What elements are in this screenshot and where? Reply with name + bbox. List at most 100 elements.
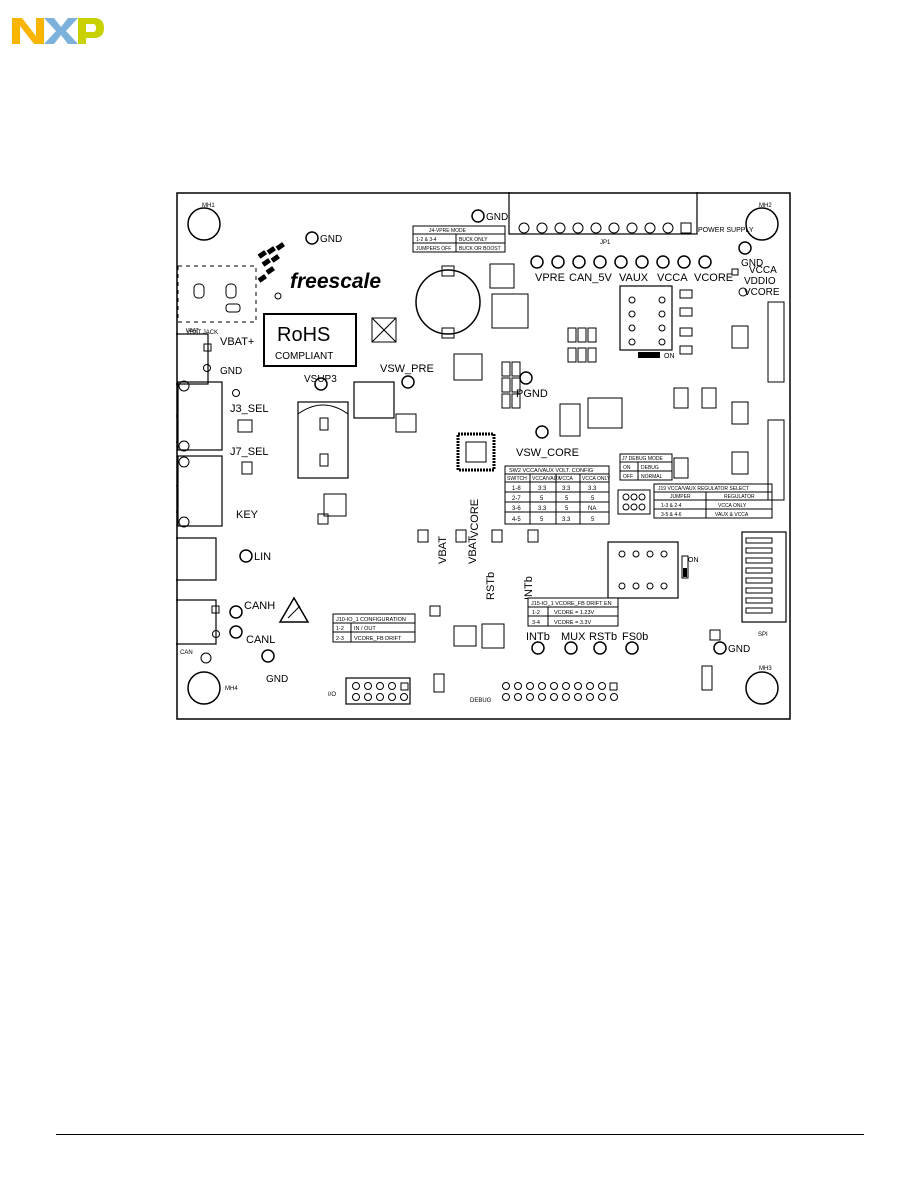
vsup3-area: VSUP3	[297, 374, 349, 479]
svg-text:3-5 & 4-6: 3-5 & 4-6	[661, 512, 682, 518]
svg-text:4-5: 4-5	[512, 517, 521, 523]
svg-text:INTb: INTb	[523, 576, 535, 600]
svg-text:VBAT: VBAT	[437, 536, 449, 564]
svg-text:VSW_PRE: VSW_PRE	[380, 363, 434, 375]
sw1-dip-switch: ON	[619, 285, 675, 360]
vbat-jack: VBAT JACK	[177, 265, 257, 336]
svg-text:VDDIO: VDDIO	[744, 276, 776, 287]
svg-text:GND: GND	[220, 366, 242, 377]
svg-text:MH4: MH4	[225, 686, 238, 692]
svg-text:J3_SEL: J3_SEL	[230, 403, 269, 415]
vsw-core-test-point: VSW_CORE	[516, 425, 579, 459]
j7-debug-mode-table: J7 DEBUG MODE ON DEBUG OFF NORMAL	[619, 453, 673, 481]
svg-text:GND: GND	[728, 644, 750, 655]
vsw-pre-test-point: VSW_PRE	[380, 363, 434, 389]
nxp-logo-n	[12, 18, 44, 44]
svg-text:3.3: 3.3	[538, 506, 547, 512]
svg-text:REGULATOR: REGULATOR	[724, 494, 755, 500]
vertical-labels: VBAT VBAT VCORE RSTb INTb	[437, 499, 535, 600]
svg-text:I/O: I/O	[328, 692, 336, 698]
svg-text:5: 5	[591, 517, 595, 523]
svg-text:3.3: 3.3	[588, 486, 597, 492]
mount-hole-mh1: MH1	[187, 203, 221, 241]
svg-text:J7 DEBUG MODE: J7 DEBUG MODE	[622, 456, 664, 462]
lin-connector: LIN	[176, 537, 271, 581]
debug-header: DEBUG	[470, 682, 618, 704]
svg-text:1-2 & 3-4: 1-2 & 3-4	[416, 237, 437, 243]
svg-text:VCORE = 1.23V: VCORE = 1.23V	[554, 610, 595, 616]
evaluation-board-silkscreen: MH1 MH2 MH3 MH4 JP1 POWER SUPPLY GND GND	[176, 192, 791, 720]
svg-text:NA: NA	[588, 506, 596, 512]
svg-text:COMPLIANT: COMPLIANT	[275, 351, 333, 362]
sw2-volt-config-table: SW2 VCCA/VAUX VOLT. CONFIG SWITCH VCCA/V…	[504, 465, 611, 525]
svg-text:RSTb: RSTb	[589, 631, 617, 643]
svg-text:VBAT: VBAT	[186, 328, 199, 334]
svg-text:3.3: 3.3	[562, 517, 571, 523]
svg-text:RoHS: RoHS	[277, 324, 330, 346]
board-outline	[176, 192, 791, 720]
svg-text:GND: GND	[266, 674, 288, 685]
svg-text:J15-IO_1 VCORE_FB DRIFT EN: J15-IO_1 VCORE_FB DRIFT EN	[531, 601, 612, 607]
vaux-label: VAUX	[619, 272, 649, 284]
svg-text:MUX: MUX	[561, 631, 586, 643]
vcca-label: VCCA	[657, 272, 688, 284]
svg-text:J7_SEL: J7_SEL	[230, 446, 269, 458]
svg-text:SW2 VCCA/VAUX VOLT. CONFIG: SW2 VCCA/VAUX VOLT. CONFIG	[509, 468, 593, 474]
j19-regulator-select-table: J19 VCCA/VAUX REGULATOR SELECT JUMPER RE…	[653, 483, 773, 519]
svg-text:VBAT: VBAT	[467, 536, 479, 564]
can-connector: CANH CANL CAN	[176, 599, 275, 664]
svg-text:3-6: 3-6	[512, 506, 521, 512]
svg-text:VCCA ONLY: VCCA ONLY	[582, 476, 611, 482]
svg-text:NORMAL: NORMAL	[641, 474, 663, 480]
svg-text:MH1: MH1	[202, 203, 215, 209]
j19-jumper-header	[617, 489, 651, 515]
mount-hole-mh2: MH2	[745, 203, 779, 241]
svg-text:GND: GND	[741, 258, 763, 269]
svg-text:5: 5	[565, 506, 569, 512]
svg-text:BUCK ONLY: BUCK ONLY	[459, 237, 488, 243]
svg-text:SWITCH: SWITCH	[507, 476, 527, 482]
vcore-label: VCORE	[694, 272, 733, 284]
jp1-power-supply-header: JP1 POWER SUPPLY	[508, 192, 754, 246]
svg-text:CAN: CAN	[180, 650, 193, 656]
weee-bin-icon	[371, 317, 397, 343]
can-5v-label: CAN_5V	[569, 272, 612, 284]
svg-text:MH3: MH3	[759, 666, 772, 672]
svg-text:JP1: JP1	[600, 240, 611, 246]
svg-text:DEBUG: DEBUG	[470, 698, 492, 704]
nxp-logo-x	[44, 18, 78, 44]
svg-text:PGND: PGND	[516, 388, 548, 400]
svg-text:J4-VPRE MODE: J4-VPRE MODE	[429, 228, 467, 234]
svg-text:5: 5	[591, 496, 595, 502]
svg-text:VCORE: VCORE	[469, 499, 481, 538]
svg-text:J10-IO_1 CONFIGURATION: J10-IO_1 CONFIGURATION	[336, 617, 406, 623]
bottom-test-points: INTb MUX RSTb FS0b	[526, 631, 648, 655]
svg-text:VBAT+: VBAT+	[220, 336, 254, 348]
svg-text:1-2: 1-2	[336, 626, 344, 632]
io-header: I/O	[328, 677, 411, 705]
svg-text:JUMPER: JUMPER	[670, 494, 691, 500]
svg-text:INTb: INTb	[526, 631, 550, 643]
gnd-test-point-bottom: GND	[261, 649, 288, 685]
nxp-logo-p	[78, 18, 104, 44]
svg-text:GND: GND	[486, 212, 508, 223]
svg-text:3.3: 3.3	[538, 486, 547, 492]
svg-text:VSW_CORE: VSW_CORE	[516, 447, 579, 459]
svg-text:freescale: freescale	[290, 270, 381, 293]
test-point-row: VPRE CAN_5V VAUX VCCA VCORE	[530, 255, 733, 284]
gnd-test-point-top: GND	[305, 231, 342, 245]
inductor-l4	[353, 381, 395, 419]
mount-hole-mh3: MH3	[745, 666, 779, 705]
svg-text:OFF: OFF	[623, 474, 633, 480]
rohs-compliant-badge: RoHS COMPLIANT	[263, 313, 357, 367]
capacitor-array-center	[501, 327, 623, 437]
svg-text:VCCA: VCCA	[749, 265, 777, 276]
svg-text:LIN: LIN	[254, 551, 271, 563]
footer-rule	[56, 1134, 864, 1135]
svg-text:1-3 & 2-4: 1-3 & 2-4	[661, 503, 682, 509]
svg-text:VCCA/VAUX: VCCA/VAUX	[532, 476, 561, 482]
svg-text:J19 VCCA/VAUX REGULATOR SELECT: J19 VCCA/VAUX REGULATOR SELECT	[658, 486, 749, 492]
svg-text:VCCA: VCCA	[559, 476, 574, 482]
gnd-test-point-tp17: GND	[471, 209, 508, 223]
j7-sel-connector: J7_SEL KEY	[176, 446, 269, 528]
